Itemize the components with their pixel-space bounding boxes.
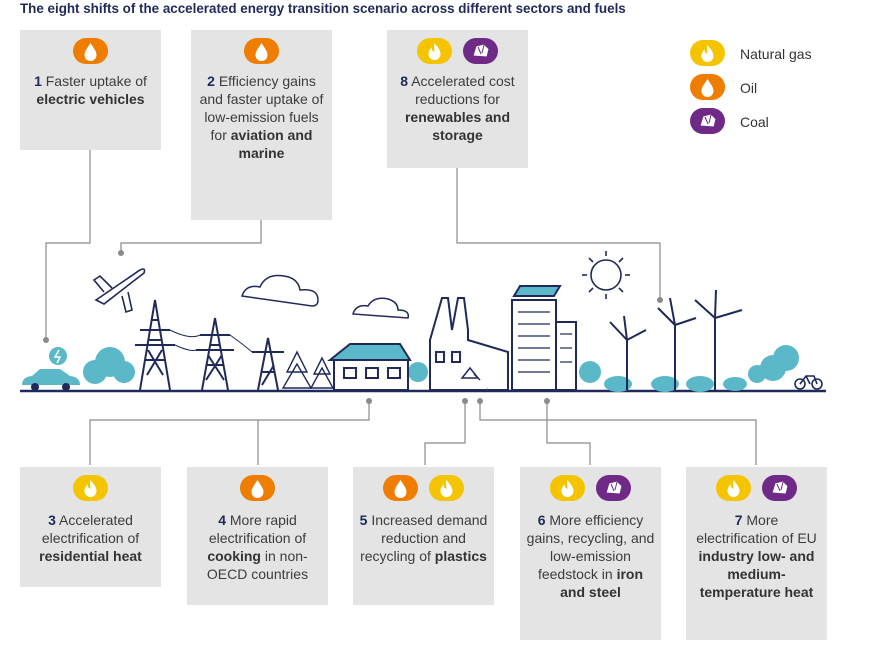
shift-number: 2: [207, 73, 215, 89]
fuel-icons: [187, 475, 328, 501]
shift-text: Faster uptake of: [45, 73, 147, 89]
coal-icon: [463, 38, 498, 64]
shift-number: 1: [34, 73, 42, 89]
house-icon: [327, 343, 412, 391]
power-pylons: [135, 299, 284, 391]
connector-lines: [45, 150, 757, 465]
shift-sector: residential heat: [39, 548, 142, 564]
airplane-icon: [92, 268, 146, 314]
oil-icon: [690, 74, 725, 100]
shift-number: 4: [218, 512, 226, 528]
wind-turbines: [609, 289, 743, 390]
shift-sector: industry low- and medium-temperature hea…: [698, 548, 815, 600]
shift-box-3: 3 Accelerated electrification of residen…: [20, 467, 161, 587]
coal-icon: [690, 108, 725, 134]
fuel-icons: [20, 38, 161, 64]
shift-text: Accelerated electrification of: [41, 512, 140, 546]
shift-number: 5: [359, 512, 368, 528]
electric-car-icon: [22, 347, 80, 391]
shift-box-1: 1 Faster uptake of electric vehicles: [20, 30, 161, 150]
shift-number: 7: [734, 512, 743, 528]
office-tower-icon: [511, 285, 577, 391]
coal-icon: [762, 475, 797, 501]
oil-icon: [244, 38, 279, 64]
shift-sector: electric vehicles: [36, 91, 145, 107]
natural-gas-icon: [550, 475, 585, 501]
shift-box-8: 8 Accelerated cost reductions for renewa…: [387, 30, 528, 168]
natural-gas-icon: [716, 475, 751, 501]
shift-sector: plastics: [434, 548, 487, 564]
shift-number: 6: [537, 512, 546, 528]
shift-text-post: in non-OECD countries: [206, 548, 309, 582]
shift-text: Efficiency gains and faster uptake of lo…: [199, 73, 324, 143]
shift-box-6: 6 More efficiency gains, recycling, and …: [520, 467, 661, 640]
shift-sector: aviation and marine: [230, 127, 313, 161]
factory-icon: [429, 297, 509, 391]
shift-box-7: 7 More electrification of EU industry lo…: [686, 467, 827, 640]
shift-text: More electrification of EU: [696, 512, 817, 546]
cloud-icon: [241, 274, 319, 307]
legend-item-coal: Coal: [690, 108, 840, 138]
legend-label: Oil: [740, 80, 758, 96]
fuel-icons: [353, 475, 494, 501]
oil-icon: [383, 475, 418, 501]
cloud-icon: [352, 297, 410, 319]
fuel-icons: [520, 475, 661, 501]
shift-sector: iron and steel: [560, 566, 644, 600]
shift-text: More efficiency gains, recycling, and lo…: [526, 512, 655, 582]
sun-icon: [582, 251, 630, 299]
shift-box-2: 2 Efficiency gains and faster uptake of …: [191, 30, 332, 220]
oil-icon: [73, 38, 108, 64]
trees: [83, 345, 799, 392]
shift-box-4: 4 More rapid electrification of cooking …: [187, 467, 328, 605]
legend-item-oil: Oil: [690, 74, 840, 104]
connector-dots: [43, 250, 663, 404]
shift-text: Accelerated cost reductions for: [411, 73, 515, 107]
coal-icon: [596, 475, 631, 501]
shift-number: 8: [400, 73, 409, 89]
shift-number: 3: [48, 512, 56, 528]
fuel-icons: [20, 475, 161, 501]
oil-icon: [240, 475, 275, 501]
legend-label: Coal: [740, 114, 769, 130]
fuel-icons: [686, 475, 827, 501]
diagram-title: The eight shifts of the accelerated ener…: [20, 1, 626, 16]
shift-sector: cooking: [207, 548, 261, 564]
fuel-icons: [387, 38, 528, 64]
shift-box-5: 5 Increased demand reduction and recycli…: [353, 467, 494, 605]
natural-gas-icon: [690, 40, 725, 66]
natural-gas-icon: [73, 475, 108, 501]
bicycle-icon: [794, 375, 823, 390]
legend-label: Natural gas: [740, 46, 812, 62]
fuel-icons: [191, 38, 332, 64]
natural-gas-icon: [429, 475, 464, 501]
pine-trees: [281, 350, 335, 389]
natural-gas-icon: [417, 38, 452, 64]
shift-text: More rapid electrification of: [208, 512, 307, 546]
shift-text: Increased demand reduction and recycling…: [360, 512, 488, 564]
shift-sector: renewables and storage: [404, 109, 511, 143]
legend-item-natural-gas: Natural gas: [690, 40, 840, 70]
